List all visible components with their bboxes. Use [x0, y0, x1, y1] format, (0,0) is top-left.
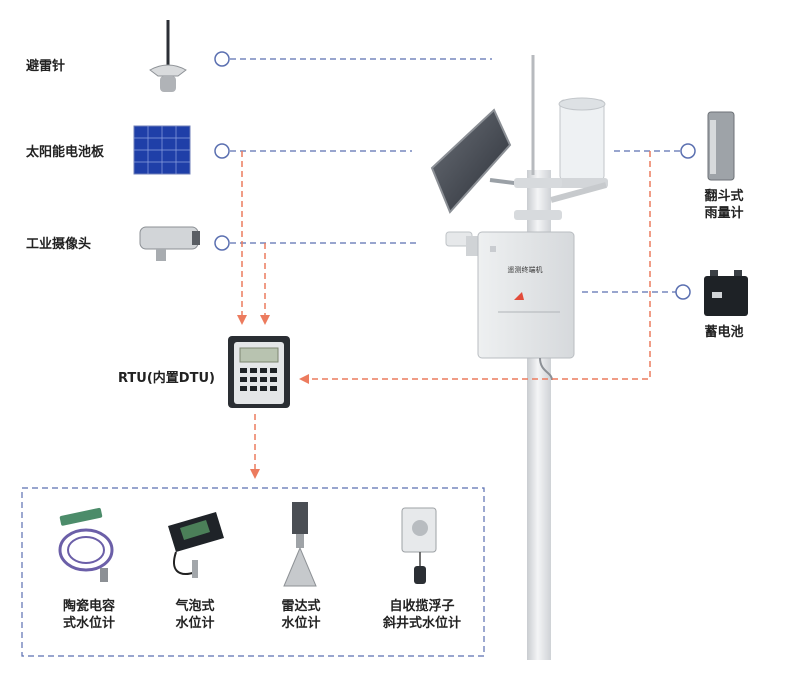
pole-solar-panel — [430, 108, 531, 214]
label-rtu: RTU(内置DTU) — [118, 371, 215, 386]
label-float-gauge: 自收揽浮子 斜井式水位计 — [382, 599, 461, 631]
label-lightning-rod: 避雷针 — [26, 59, 66, 74]
pole-assembly: 遥测终端机 — [430, 55, 608, 660]
label-radar-gauge: 雷达式 水位计 — [281, 599, 321, 631]
node-camera — [214, 235, 230, 251]
node-solar-panel — [214, 143, 230, 159]
label-battery: 蓄电池 — [704, 325, 744, 340]
cabinet-label: 遥测终端机 — [508, 265, 543, 274]
label-capacitive-gauge: 陶瓷电容 式水位计 — [62, 599, 115, 631]
sensors-box — [21, 487, 485, 657]
battery-icon — [704, 270, 748, 316]
connector-lines — [21, 58, 680, 657]
bubble-water-level-gauge-icon — [168, 512, 224, 578]
pole-rain-gauge — [550, 97, 608, 203]
float-water-level-gauge-icon — [401, 507, 437, 584]
label-solar-panel: 太阳能电池板 — [26, 145, 105, 160]
node-lightning-rod — [214, 51, 230, 67]
label-camera: 工业摄像头 — [26, 237, 92, 252]
telemetry-cabinet: 遥测终端机 — [477, 231, 575, 381]
lightning-rod-icon — [149, 20, 187, 92]
label-bubble-gauge: 气泡式 水位计 — [175, 599, 215, 631]
radar-water-level-gauge-icon — [283, 502, 317, 587]
label-rain-gauge: 翻斗式 雨量计 — [704, 189, 744, 221]
signal-arrows — [237, 151, 651, 479]
capacitive-water-level-gauge-icon — [58, 507, 114, 582]
node-battery — [675, 284, 691, 300]
node-rain-gauge — [680, 143, 696, 159]
industrial-camera-icon — [139, 226, 200, 261]
rain-gauge-icon — [707, 111, 735, 181]
pole-camera — [445, 231, 480, 256]
arrow-rain-gauge-to-rtu — [299, 151, 651, 384]
solar-panel-icon — [133, 125, 191, 175]
rtu-device-icon — [228, 336, 290, 408]
connector-nodes — [214, 51, 696, 300]
